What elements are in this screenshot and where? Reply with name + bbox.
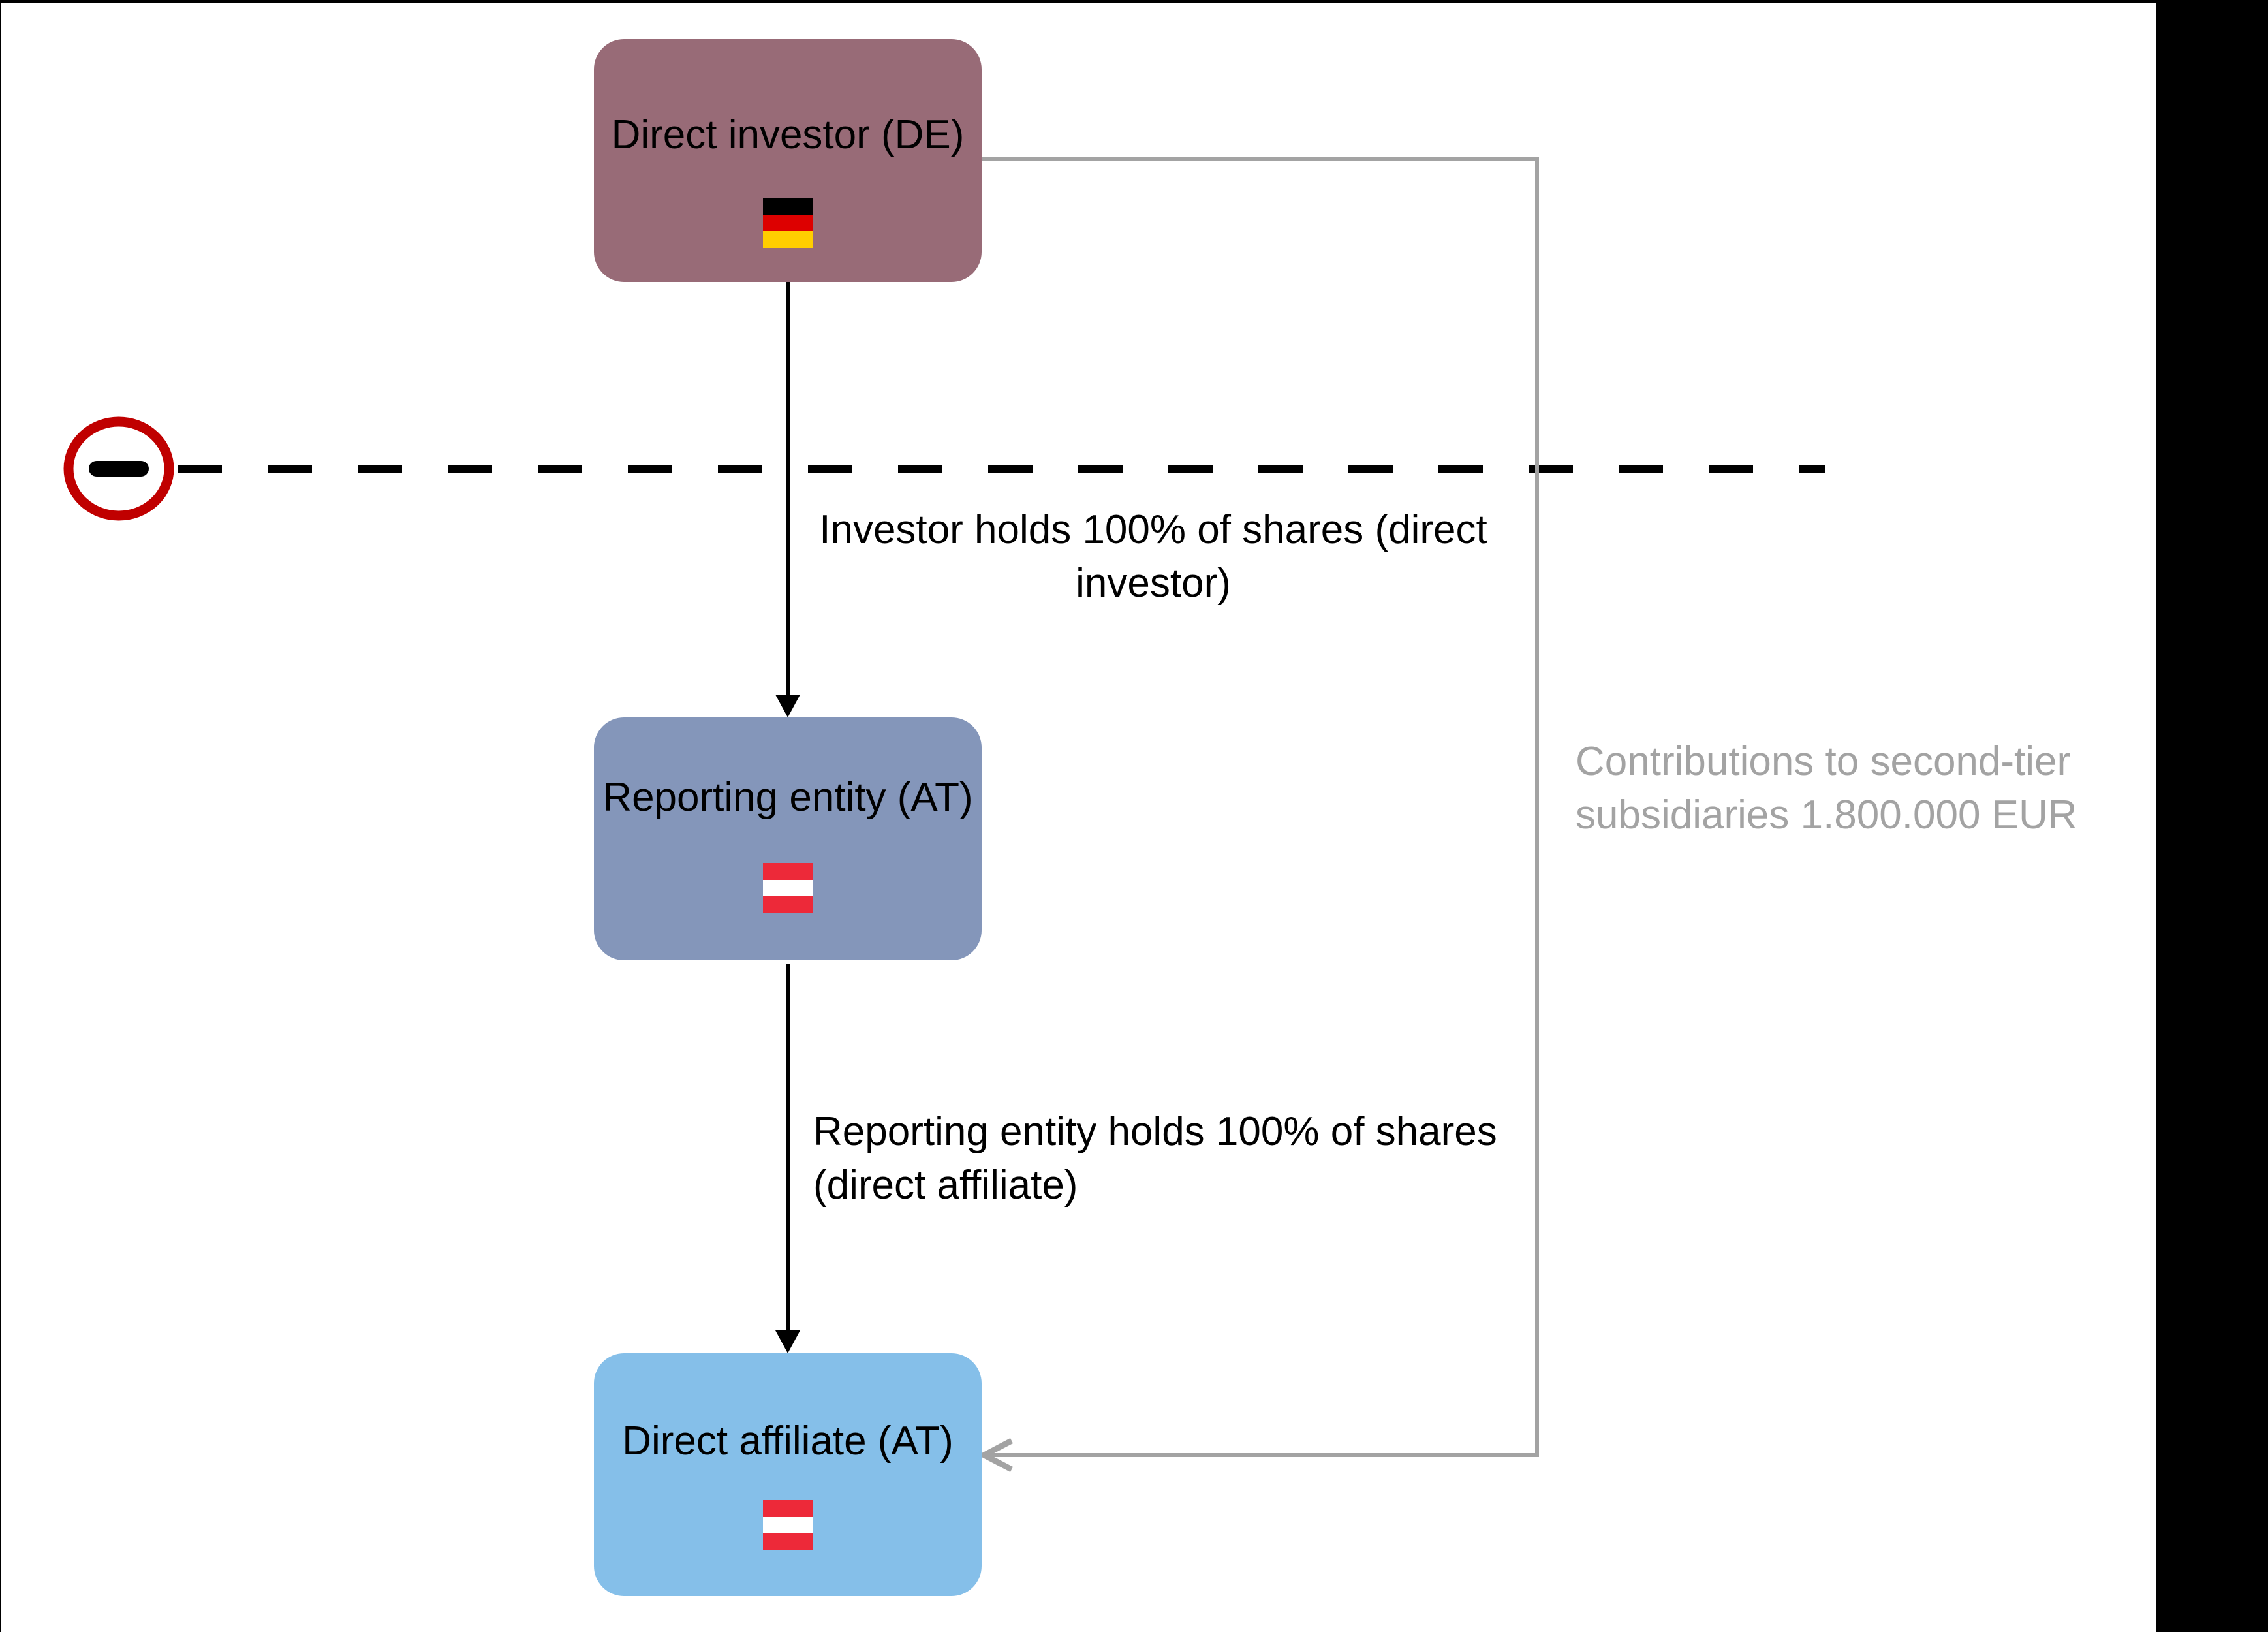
- flag-stripe: [763, 198, 813, 215]
- edge-label-contributions: Contributions to second-tier subsidiarie…: [1576, 735, 2077, 842]
- edge-label-investor-holds: Investor holds 100% of shares (direct in…: [804, 503, 1502, 610]
- flag-stripe: [763, 879, 813, 897]
- connector-path: [982, 157, 1539, 1457]
- diagram-canvas: Direct investor (DE) Reporting entity (A…: [0, 0, 2156, 1632]
- flag-stripe: [763, 231, 813, 249]
- flag-stripe: [763, 896, 813, 914]
- austria-flag-icon: [763, 863, 813, 914]
- node-reporting-entity[interactable]: Reporting entity (AT): [594, 717, 982, 960]
- no-entry-bar: [89, 461, 149, 477]
- edge-label-line: Investor holds 100% of shares (direct: [819, 507, 1487, 552]
- node-direct-affiliate[interactable]: Direct affiliate (AT): [594, 1353, 982, 1596]
- arrow-reporting-to-affiliate: [775, 964, 800, 1353]
- arrowhead-down: [775, 1330, 800, 1353]
- germany-flag-icon: [763, 198, 813, 249]
- arrow-investor-to-reporting: [775, 281, 800, 717]
- flag-stripe: [763, 1516, 813, 1534]
- edge-label-line: Reporting entity holds 100% of shares: [813, 1109, 1497, 1154]
- flag-stripe: [763, 1500, 813, 1517]
- connector-overlay: [63, 157, 1825, 1472]
- flag-stripe: [763, 863, 813, 880]
- flag-stripe: [763, 214, 813, 232]
- node-direct-investor[interactable]: Direct investor (DE): [594, 39, 982, 282]
- node-label: Direct affiliate (AT): [622, 1419, 954, 1464]
- node-label: Direct investor (DE): [611, 112, 965, 157]
- edge-label-reporting-holds: Reporting entity holds 100% of shares (d…: [813, 1105, 1497, 1212]
- no-entry-icon: [63, 416, 174, 521]
- edge-label-line: subsidiaries 1.800.000 EUR: [1576, 792, 2077, 838]
- arrowhead-down: [775, 695, 800, 717]
- node-label: Reporting entity (AT): [602, 775, 973, 820]
- flag-stripe: [763, 1533, 813, 1551]
- austria-flag-icon: [763, 1500, 813, 1551]
- contribution-connector: [978, 157, 1539, 1472]
- edge-label-line: (direct affiliate): [813, 1163, 1078, 1208]
- arrowhead-left-open: [978, 1438, 1014, 1472]
- edge-label-line: Contributions to second-tier: [1576, 739, 2071, 784]
- edge-label-line: investor): [1076, 561, 1231, 606]
